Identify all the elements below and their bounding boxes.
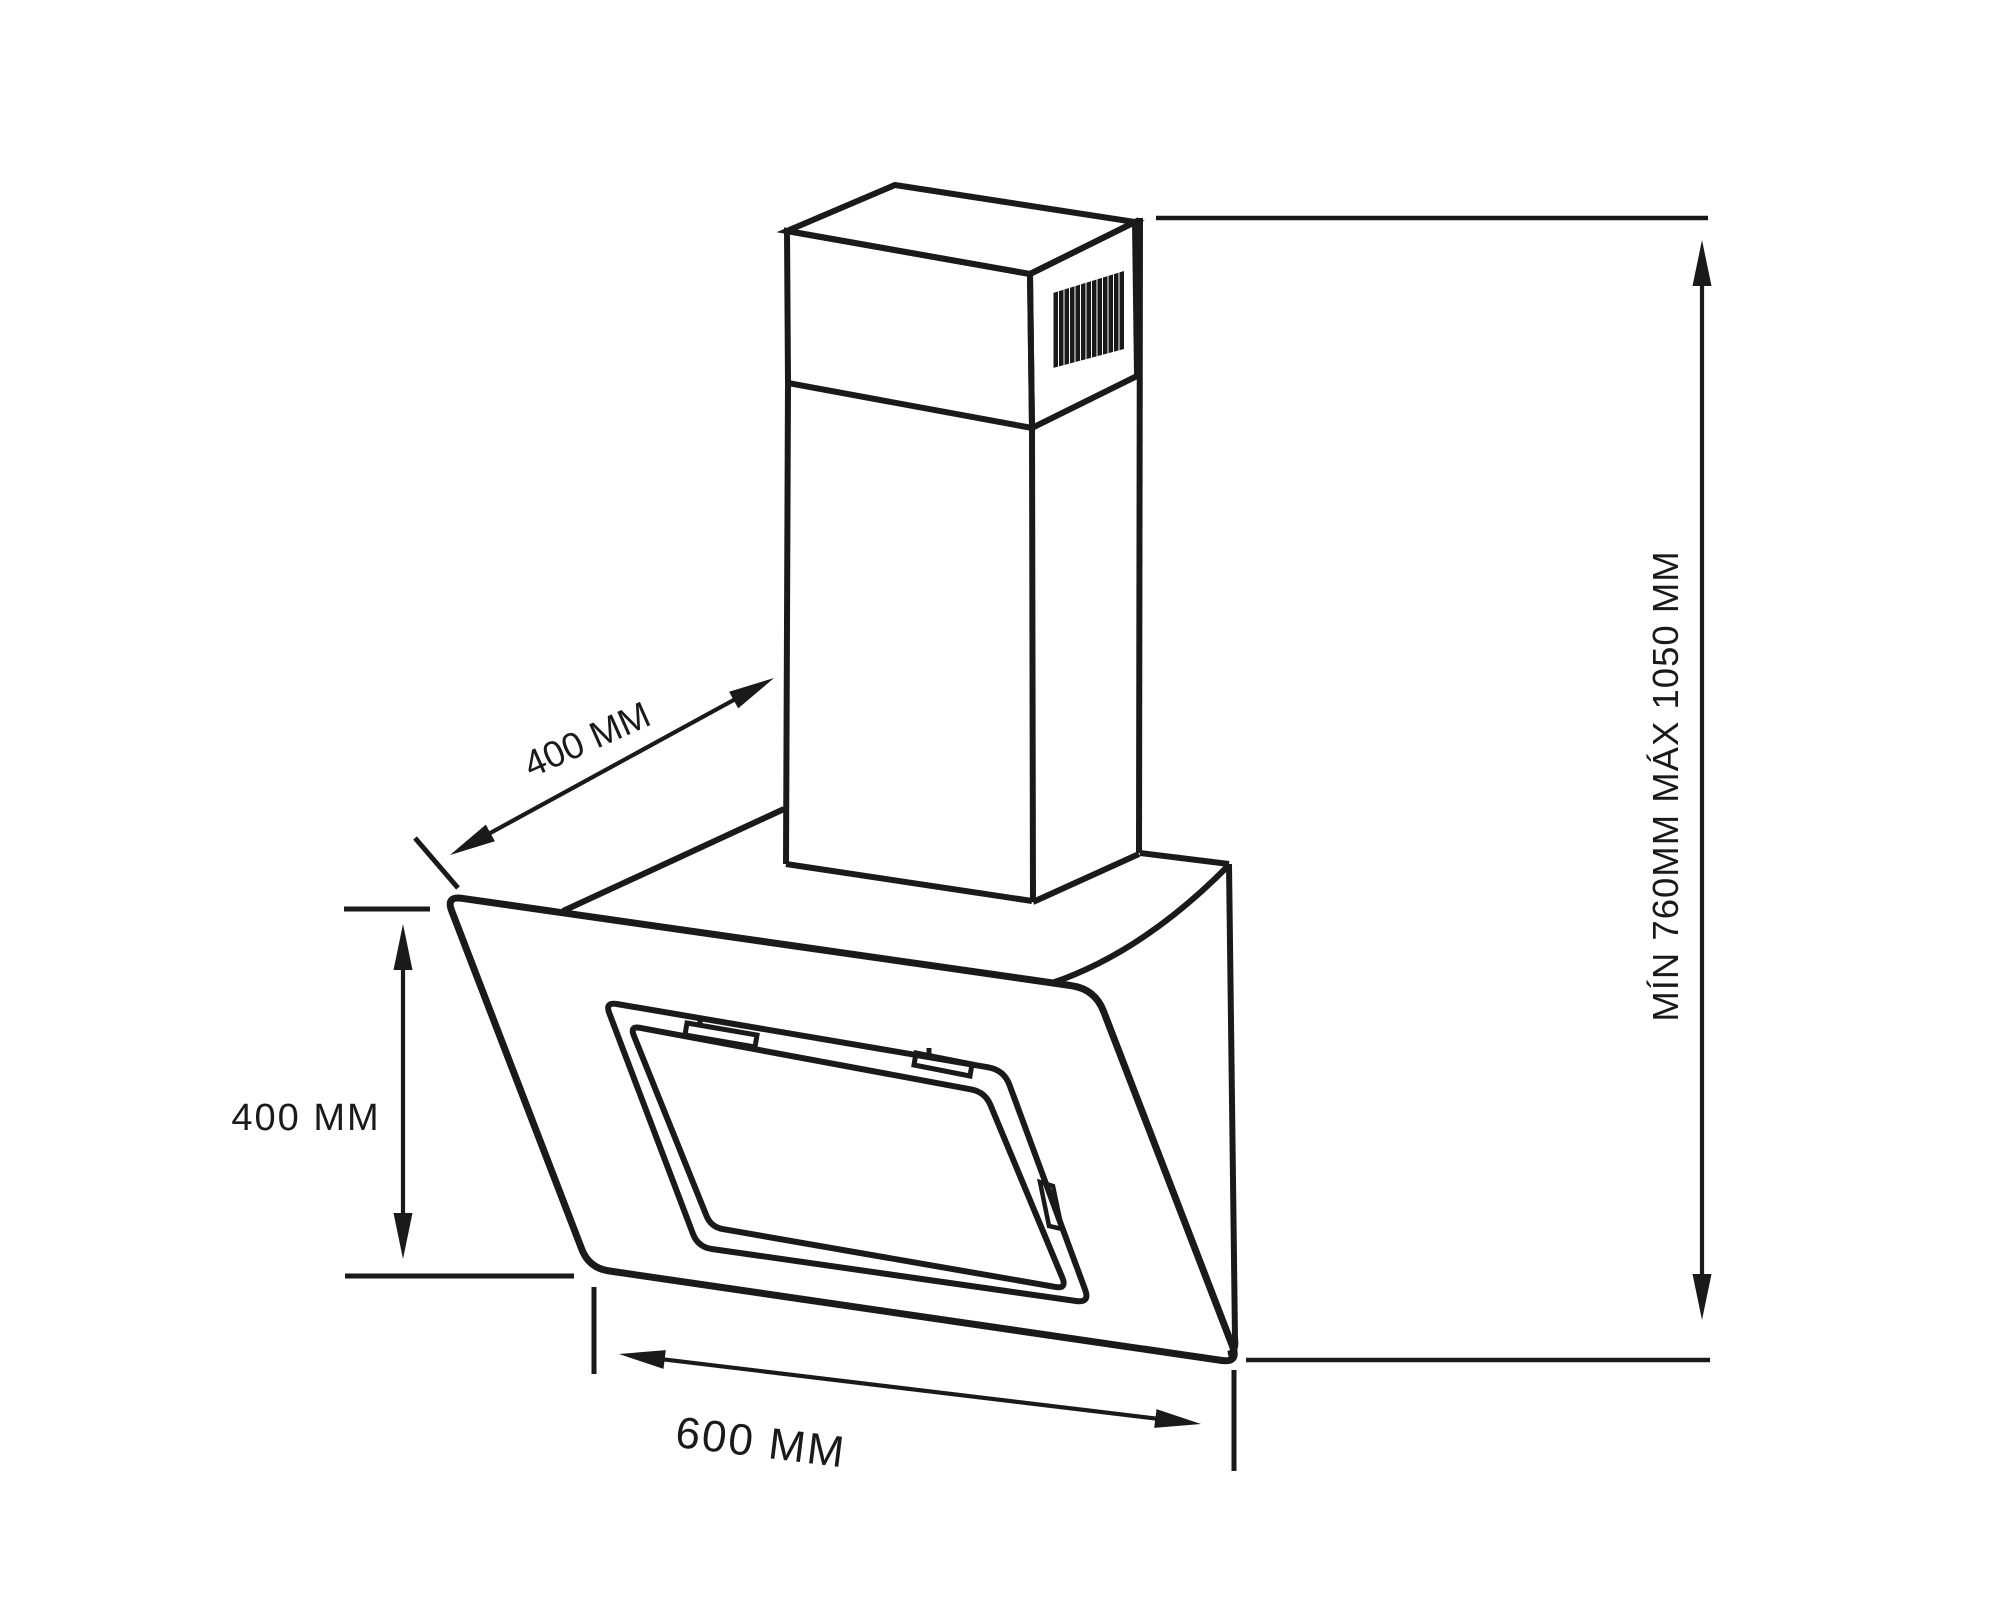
svg-text:MÍN 760MM MÁX 1050 MM: MÍN 760MM MÁX 1050 MM: [1645, 550, 1686, 1021]
svg-text:400 MM: 400 MM: [231, 1097, 380, 1139]
